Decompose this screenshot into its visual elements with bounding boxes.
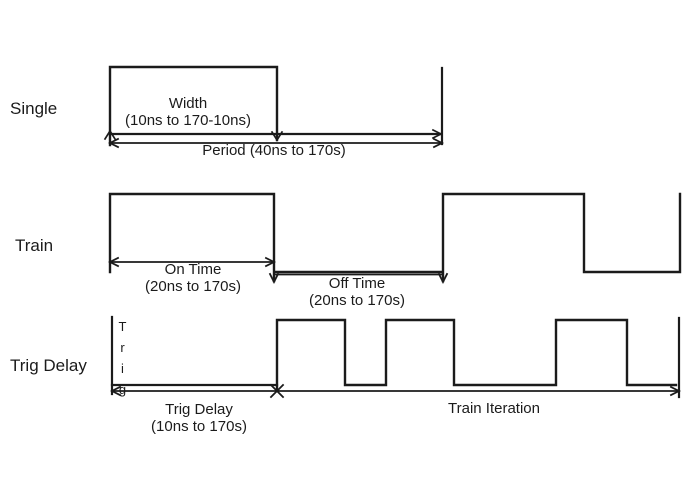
on-time-right-arrowhead-icon — [264, 256, 277, 268]
period-arrow — [107, 137, 445, 149]
on-time-label-line1: On Time — [164, 261, 222, 278]
off-time-label-line2: (20ns to 170s) — [309, 291, 405, 309]
off-time-label: Off Time (20ns to 170s) — [309, 275, 405, 309]
single-pulse — [108, 65, 279, 147]
trig-axis-label: Trig — [115, 319, 130, 403]
off-time-arrow — [268, 272, 449, 285]
trig-delay-label-line2: (10ns to 170s) — [151, 417, 247, 435]
trig-delay-arrow — [109, 383, 682, 399]
on-time-label: On Time (20ns to 170s) — [145, 261, 241, 295]
train-waveform — [108, 192, 682, 283]
width-end-arrow-icon — [270, 130, 284, 142]
off-time-left-down-arrowhead-icon — [268, 272, 280, 285]
single-row-label: Single — [10, 99, 58, 118]
trig-delay-label: Trig Delay (10ns to 170s) — [151, 401, 247, 435]
single-baseline-arrowhead-icon — [431, 128, 443, 140]
period-right-arrowhead-icon — [432, 137, 445, 149]
trig-delay-row-label: Trig Delay — [10, 356, 87, 375]
trig-delay-x-marker-icon — [269, 383, 285, 399]
train-pulse-train — [108, 192, 682, 283]
width-label-line1: Width — [168, 95, 208, 112]
width-label: Width (10ns to 170-10ns) — [125, 95, 251, 129]
width-start-caret-icon — [103, 129, 117, 141]
train-row-label: Train — [15, 236, 54, 255]
trig-waveform — [110, 315, 681, 399]
on-time-left-arrowhead-icon — [107, 256, 120, 268]
period-label: Period (40ns to 170s) — [202, 142, 346, 159]
trig-delay-label-line1: Trig Delay — [165, 401, 233, 418]
off-time-right-down-arrowhead-icon — [437, 272, 449, 285]
on-time-arrow — [107, 256, 277, 268]
train-iteration-label: Train Iteration — [448, 400, 540, 417]
trig-delay-left-arrowhead-icon — [109, 385, 122, 397]
width-label-line2: (10ns to 170-10ns) — [125, 111, 251, 129]
single-waveform — [108, 65, 444, 147]
on-time-label-line2: (20ns to 170s) — [145, 277, 241, 295]
single-measure-marks — [103, 128, 443, 142]
period-left-arrowhead-icon — [107, 137, 120, 149]
off-time-label-line1: Off Time — [328, 275, 386, 292]
trig-pulse-train — [275, 318, 678, 392]
train-iteration-right-arrowhead-icon — [669, 385, 682, 397]
